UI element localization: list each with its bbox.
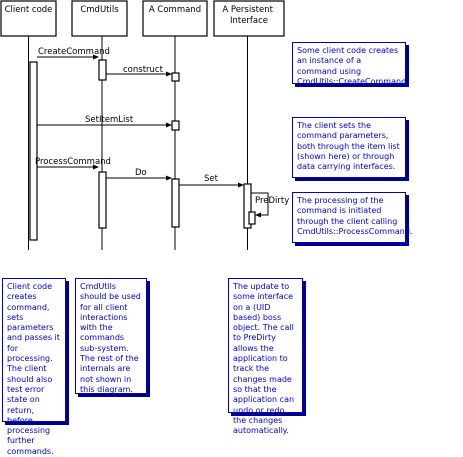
arrowhead [166, 122, 172, 128]
message-set-label: Set [204, 174, 219, 184]
participant-box-client [0, 0, 57, 37]
diagram-canvas: Client code CmdUtils A Command A Persist… [0, 0, 289, 250]
activation-command-construct [171, 72, 180, 82]
arrowhead [93, 164, 99, 170]
activation-command-do [171, 178, 180, 228]
arrowhead [238, 182, 244, 188]
note-cmdutils: CmdUtils should be used for all client i… [75, 278, 147, 394]
message-do-label: Do [135, 168, 147, 178]
note-client-code: Client code creates command, sets parame… [2, 278, 66, 456]
activation-cmdutils-process [98, 171, 107, 229]
participant-label-client: Client code [5, 5, 53, 15]
sequence-diagram: Client code CmdUtils A Command A Persist… [0, 0, 412, 456]
arrowhead [166, 71, 172, 77]
arrowhead [166, 175, 172, 181]
participant-box-persistent [213, 0, 285, 37]
note-persistent-update: The update to some interface on a (UID b… [228, 278, 303, 435]
note-create-command: Some client code creates an instance of … [292, 42, 406, 86]
activation-cmdutils-create [98, 59, 107, 81]
participant-label-command: A Command [149, 5, 201, 15]
message-construct-label: construct [123, 65, 164, 75]
message-create-command-label: CreateCommand [38, 47, 110, 57]
participant-label-persistent: A Persistent Interface [222, 5, 275, 26]
activation-command-setitemlist [171, 120, 180, 131]
message-predirty-label: PreDirty [255, 196, 289, 206]
participant-label-cmdutils: CmdUtils [80, 5, 119, 15]
participant-box-cmdutils [71, 0, 128, 37]
activation-persistent-predirty [248, 211, 256, 225]
note-process-command: The processing of the command is initiat… [292, 192, 412, 243]
arrowhead [255, 212, 261, 218]
arrowhead [93, 54, 99, 60]
message-predirty-arrow [251, 192, 269, 216]
message-set-item-list-label: SetItemList [85, 115, 134, 125]
message-process-command-label: ProcessCommand [35, 157, 111, 167]
activation-client [29, 61, 38, 241]
activation-persistent-set [243, 183, 252, 229]
note-set-parameters: The client sets the command parameters, … [292, 117, 406, 178]
